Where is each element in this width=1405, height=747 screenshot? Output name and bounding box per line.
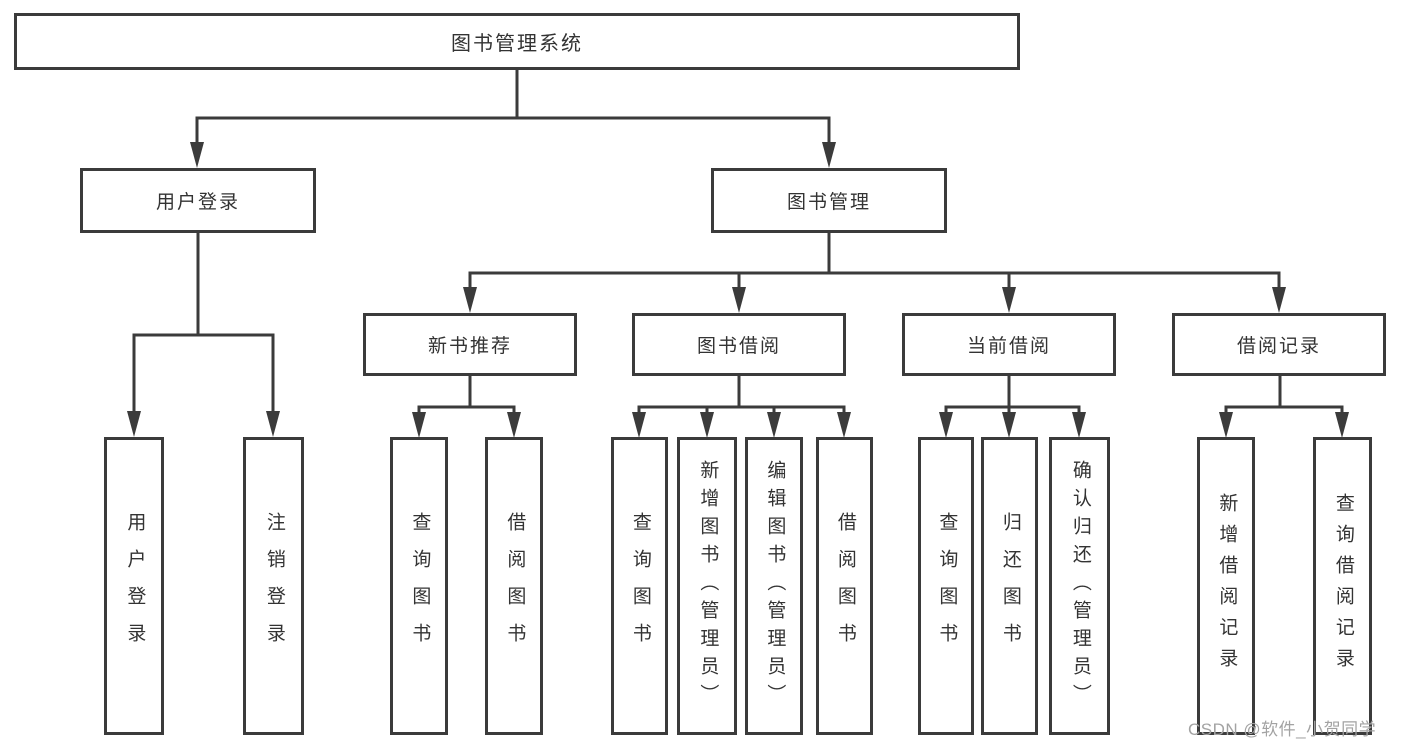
leaf-current-return-books: 归还图书 (981, 437, 1038, 735)
node-root: 图书管理系统 (14, 13, 1020, 70)
connector-borrow-to-leaves (637, 374, 846, 417)
node-root-label: 图书管理系统 (451, 33, 583, 55)
leaf-borrow-query-books-label: 查询图书 (629, 512, 651, 660)
node-new-book-recommend: 新书推荐 (363, 313, 577, 376)
node-book-borrow-label: 图书借阅 (696, 336, 781, 357)
leaf-recommend-borrow-books: 借阅图书 (485, 437, 543, 735)
leaf-current-query-books-label: 查询图书 (936, 512, 958, 660)
node-user-login: 用户登录 (80, 168, 316, 233)
connector-lines (132, 68, 1344, 417)
node-borrow-records: 借阅记录 (1172, 313, 1386, 376)
leaf-logout-label: 注销登录 (263, 512, 285, 660)
node-book-management: 图书管理 (711, 168, 947, 233)
connector-current-to-leaves (944, 374, 1081, 417)
leaf-borrow-edit-books-admin-label: 编辑图书（管理员） (764, 460, 786, 712)
leaf-user-login-label: 用户登录 (124, 512, 146, 660)
leaf-recommend-borrow-books-label: 借阅图书 (504, 512, 526, 660)
leaf-borrow-borrow-books-label: 借阅图书 (834, 512, 856, 660)
leaf-borrow-edit-books-admin: 编辑图书（管理员） (745, 437, 803, 735)
leaf-current-confirm-return-admin: 确认归还（管理员） (1049, 437, 1110, 735)
node-user-login-label: 用户登录 (155, 192, 240, 213)
leaf-user-login: 用户登录 (104, 437, 164, 735)
leaf-borrow-add-books-admin: 新增图书（管理员） (677, 437, 737, 735)
leaf-current-query-books: 查询图书 (918, 437, 974, 735)
node-borrow-records-label: 借阅记录 (1236, 336, 1321, 357)
connector-recommend-to-leaves (417, 374, 516, 417)
leaf-current-confirm-return-admin-label: 确认归还（管理员） (1069, 460, 1091, 712)
watermark-text: CSDN @软件_小贺同学 (1188, 720, 1377, 739)
leaf-records-query-record: 查询借阅记录 (1313, 437, 1372, 735)
leaf-recommend-query-books: 查询图书 (390, 437, 448, 735)
connector-root-to-level2 (195, 68, 831, 147)
node-current-borrow-label: 当前借阅 (966, 336, 1051, 357)
node-book-borrow: 图书借阅 (632, 313, 846, 376)
node-current-borrow: 当前借阅 (902, 313, 1116, 376)
leaf-records-add-record-label: 新增借阅记录 (1216, 493, 1238, 679)
node-book-management-label: 图书管理 (786, 192, 871, 213)
leaf-recommend-query-books-label: 查询图书 (409, 512, 431, 660)
connector-login-to-leaves (132, 231, 275, 416)
leaf-borrow-add-books-admin-label: 新增图书（管理员） (697, 460, 719, 712)
connector-arrowheads (127, 142, 1349, 438)
connector-mgmt-to-level3 (468, 231, 1281, 292)
leaf-logout: 注销登录 (243, 437, 304, 735)
node-new-book-recommend-label: 新书推荐 (427, 336, 512, 357)
leaf-borrow-borrow-books: 借阅图书 (816, 437, 873, 735)
leaf-records-add-record: 新增借阅记录 (1197, 437, 1255, 735)
connector-records-to-leaves (1224, 374, 1344, 417)
leaf-borrow-query-books: 查询图书 (611, 437, 668, 735)
leaf-current-return-books-label: 归还图书 (999, 512, 1021, 660)
leaf-records-query-record-label: 查询借阅记录 (1332, 493, 1354, 679)
